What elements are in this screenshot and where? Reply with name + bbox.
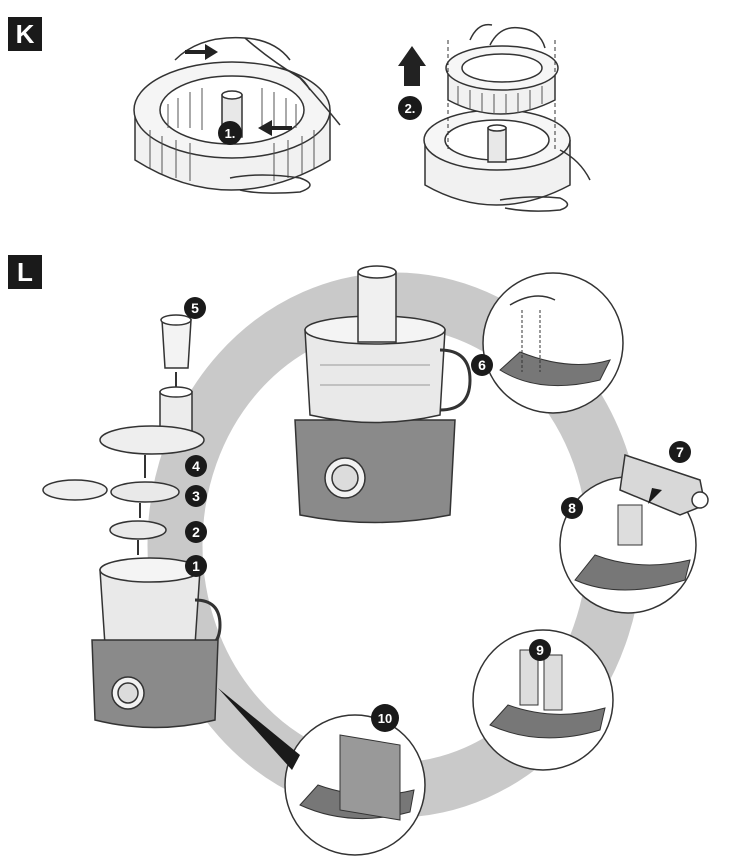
step-l10-label: 10 bbox=[378, 711, 392, 726]
detail-10-pointer bbox=[218, 688, 300, 770]
lifted-basket-slots bbox=[457, 86, 543, 114]
filter-ring-illustration bbox=[133, 36, 341, 194]
panel-l-badge bbox=[8, 255, 42, 289]
panel-k: K bbox=[8, 17, 591, 212]
step-badge-l6 bbox=[471, 354, 493, 376]
step-l6-label: 6 bbox=[478, 357, 486, 373]
part-7-drive-shaft bbox=[619, 454, 709, 516]
step-badge-l8 bbox=[561, 497, 583, 519]
step-badge-l4 bbox=[185, 455, 207, 477]
detail-circle-10 bbox=[284, 714, 426, 856]
step-badge-k2 bbox=[398, 96, 422, 120]
assembled-processor bbox=[294, 265, 472, 524]
step-l4-label: 4 bbox=[192, 458, 200, 474]
step-l2-label: 2 bbox=[192, 524, 200, 540]
step-l1-label: 1 bbox=[192, 558, 200, 574]
step-badge-l5 bbox=[184, 297, 206, 319]
exploded-parts-stack bbox=[42, 314, 222, 729]
detail-circle-9 bbox=[472, 629, 614, 771]
step-l5-label: 5 bbox=[191, 300, 199, 316]
step-badge-l1 bbox=[185, 555, 207, 577]
step-badge-l3 bbox=[185, 485, 207, 507]
panel-l: L bbox=[8, 255, 709, 856]
step-l7-label: 7 bbox=[676, 444, 684, 460]
step-badges-l: 1 2 3 4 5 6 7 8 9 10 bbox=[184, 297, 691, 732]
panel-k-badge bbox=[8, 17, 42, 51]
panel-l-letter: L bbox=[17, 257, 33, 287]
push-arrow-left bbox=[185, 44, 218, 60]
panel-k-letter: K bbox=[16, 19, 35, 49]
step-badge-l7 bbox=[669, 441, 691, 463]
push-arrow-right bbox=[258, 120, 292, 136]
step-k2-label: 2. bbox=[405, 101, 416, 116]
step-badge-l2 bbox=[185, 521, 207, 543]
step-l9-label: 9 bbox=[536, 642, 544, 658]
step-l8-label: 8 bbox=[568, 500, 576, 516]
step-k1-label: 1. bbox=[225, 126, 236, 141]
detail-circle-8 bbox=[559, 476, 697, 614]
lift-up-arrow bbox=[398, 46, 426, 86]
lift-basket-illustration bbox=[423, 23, 591, 212]
detail-circle-6 bbox=[482, 272, 624, 414]
step-7-arrow bbox=[648, 488, 662, 504]
step-l3-label: 3 bbox=[192, 488, 200, 504]
step-badge-l10 bbox=[371, 704, 399, 732]
step-badge-l9 bbox=[529, 639, 551, 661]
step-badge-k1 bbox=[218, 121, 242, 145]
